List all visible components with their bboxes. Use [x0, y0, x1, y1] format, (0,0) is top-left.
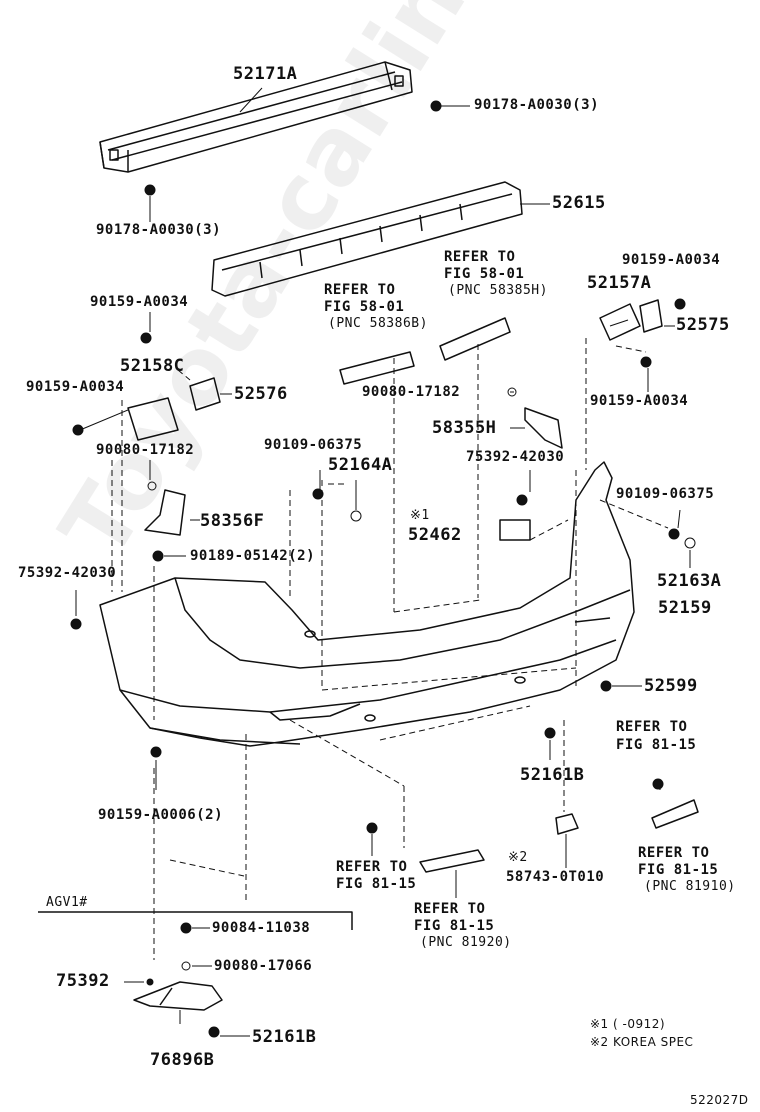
label-52159: 52159: [658, 598, 712, 618]
label-52171a: 52171A: [233, 64, 298, 84]
retainer-58385h: [439, 317, 511, 361]
label-75392-right: 75392-42030: [466, 449, 565, 465]
agv1-group-box: [38, 911, 353, 930]
label-76896b: 76896B: [150, 1050, 215, 1070]
label-52163a: 52163A: [657, 571, 722, 591]
label-90189: 90189-05142(2): [190, 548, 316, 564]
refer-81-15-c-line3: (PNC 81910): [644, 879, 736, 894]
label-90178-top: 90178-A0030(3): [474, 97, 600, 113]
label-52158c: 52158C: [120, 356, 185, 376]
side-retainer-52158c: [127, 397, 179, 441]
label-58355h: 58355H: [432, 418, 497, 438]
cover-58743: [555, 813, 579, 835]
label-52161b-bottom: 52161B: [252, 1027, 317, 1047]
label-90159-left-mid: 90159-A0034: [26, 379, 125, 395]
bracket-58355h: [524, 407, 563, 449]
label-58356f: 58356F: [200, 511, 265, 531]
mark-1: ※1: [410, 508, 430, 523]
reflector-81910: [651, 799, 699, 829]
refer-58-01-a-line2: FIG 58-01: [444, 266, 525, 282]
refer-58-01-a-line3: (PNC 58385H): [448, 283, 548, 298]
refer-81-15-d-line3: (PNC 81920): [420, 935, 512, 950]
refer-81-15-d-line2: FIG 81-15: [414, 918, 495, 934]
label-52575: 52575: [676, 315, 730, 335]
refer-58-01-b-line2: FIG 58-01: [324, 299, 405, 315]
energy-absorber-52615: [211, 181, 523, 297]
label-52462: 52462: [408, 525, 462, 545]
reinforcement-beam-52171a: [99, 61, 413, 173]
fasteners: [70, 100, 696, 1038]
refer-81-15-c-line2: FIG 81-15: [638, 862, 719, 878]
label-90080-bottom: 90080-17066: [214, 958, 313, 974]
label-58743: 58743-0T010: [506, 869, 605, 885]
refer-81-15-b-line1: REFER TO: [336, 859, 408, 875]
label-90109-left: 90109-06375: [264, 437, 363, 453]
label-75392-bottom: 75392: [56, 971, 110, 991]
label-90159-left-top: 90159-A0034: [90, 294, 189, 310]
label-90080-mid: 90080-17182: [362, 384, 461, 400]
refer-58-01-b-line3: (PNC 58386B): [328, 316, 428, 331]
label-90084: 90084-11038: [212, 920, 311, 936]
label-52161b-mid: 52161B: [520, 765, 585, 785]
figure-code: 522027D: [690, 1093, 749, 1107]
label-90178-left: 90178-A0030(3): [96, 222, 222, 238]
side-retainer-52157a: [599, 303, 641, 341]
bumper-cover-52159: [99, 461, 635, 747]
label-90159-right-bottom: 90159-A0034: [590, 393, 689, 409]
refer-81-15-a-line1: REFER TO: [616, 719, 688, 735]
refer-58-01-a-line1: REFER TO: [444, 249, 516, 265]
label-52615: 52615: [552, 193, 606, 213]
refer-81-15-b-line2: FIG 81-15: [336, 876, 417, 892]
agv1-label: AGV1#: [46, 895, 88, 910]
footnote-2: ※2 KOREA SPEC: [590, 1035, 694, 1049]
label-90080-left: 90080-17182: [96, 442, 195, 458]
refer-81-15-d-line1: REFER TO: [414, 901, 486, 917]
leader-lines: [75, 87, 691, 1037]
label-75392-left: 75392-42030: [18, 565, 117, 581]
label-90159-right-top: 90159-A0034: [622, 252, 721, 268]
refer-81-15-c-line1: REFER TO: [638, 845, 710, 861]
label-52576: 52576: [234, 384, 288, 404]
sensor-52462: [499, 519, 531, 541]
label-52164a: 52164A: [328, 455, 393, 475]
label-90159-a0006: 90159-A0006(2): [98, 807, 224, 823]
refer-81-15-a-line2: FIG 81-15: [616, 737, 697, 753]
fog-lamp-cover-76896b: [133, 981, 223, 1011]
footnote-1: ※1 ( -0912): [590, 1017, 666, 1031]
label-90109-right: 90109-06375: [616, 486, 715, 502]
refer-58-01-b-line1: REFER TO: [324, 282, 396, 298]
retainer-58386b: [339, 351, 415, 385]
label-52157a: 52157A: [587, 273, 652, 293]
bracket-52575: [639, 299, 663, 333]
label-52599: 52599: [644, 676, 698, 696]
reflector-81920: [419, 849, 485, 873]
mark-2: ※2: [508, 850, 528, 865]
bracket-58356f: [144, 489, 186, 536]
bracket-52576: [189, 377, 221, 411]
